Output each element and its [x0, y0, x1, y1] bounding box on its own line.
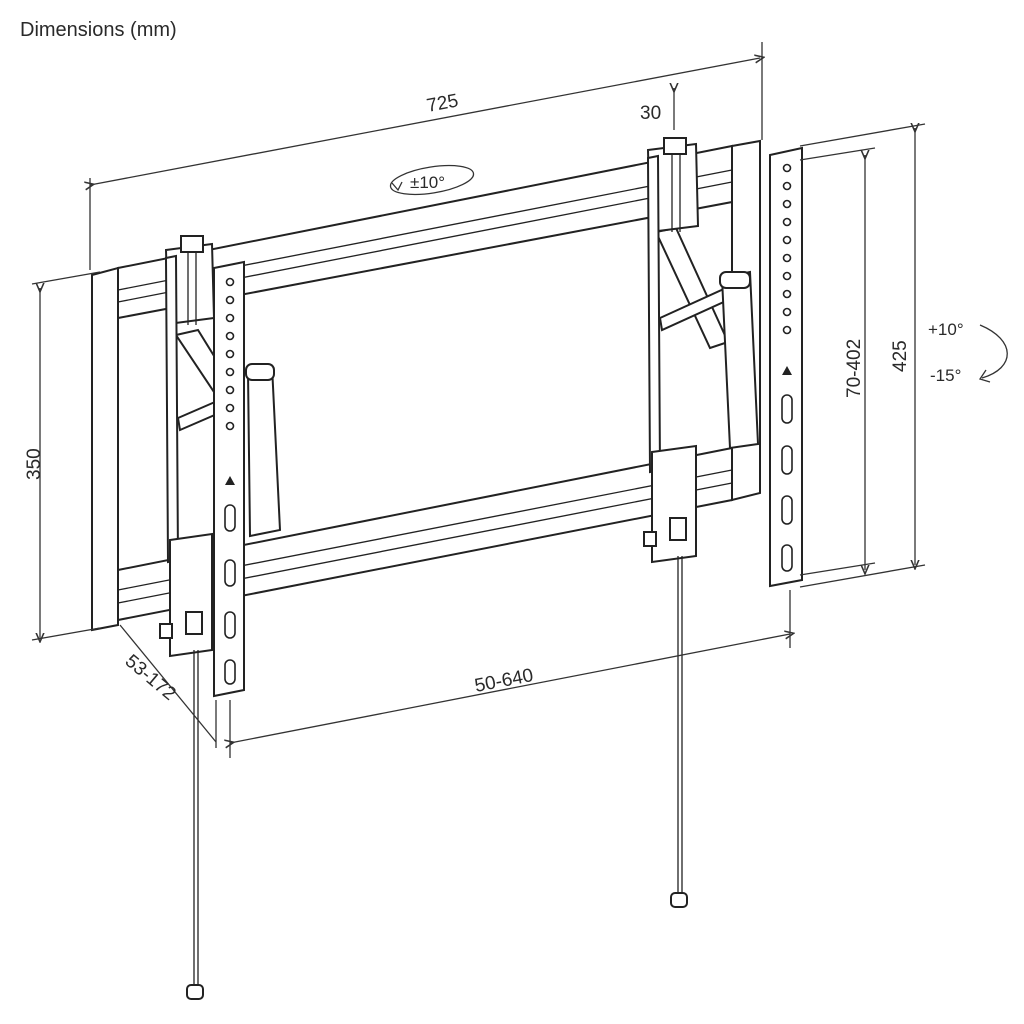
right-tv-bracket: [643, 137, 803, 908]
label-bracket-spacing: 50-640: [473, 665, 535, 697]
label-bracket-length: 425: [890, 340, 911, 372]
diagram-title: Dimensions (mm): [20, 19, 177, 41]
swivel-indicator: ±10°: [389, 164, 475, 196]
label-swivel: ±10°: [410, 173, 445, 192]
label-overall-width: 725: [425, 90, 460, 117]
label-depth: 53-172: [121, 651, 180, 705]
dimension-lift: 30: [640, 88, 674, 130]
label-tilt-down: -15°: [930, 366, 961, 385]
dimension-bracket-length: 425: [799, 124, 926, 588]
dimension-bracket-spacing: 50-640: [230, 590, 790, 758]
dimension-hole-range: 70-402: [799, 147, 876, 576]
left-tv-bracket: [159, 235, 282, 1000]
label-rail-height: 350: [24, 448, 45, 480]
dimension-rail-height: 350: [24, 271, 101, 640]
right-strip-holes: [781, 163, 793, 572]
label-tilt-up: +10°: [928, 320, 964, 339]
label-lift: 30: [640, 103, 661, 124]
tilt-indicator: +10° -15°: [928, 320, 1008, 385]
label-hole-range: 70-402: [844, 339, 865, 398]
